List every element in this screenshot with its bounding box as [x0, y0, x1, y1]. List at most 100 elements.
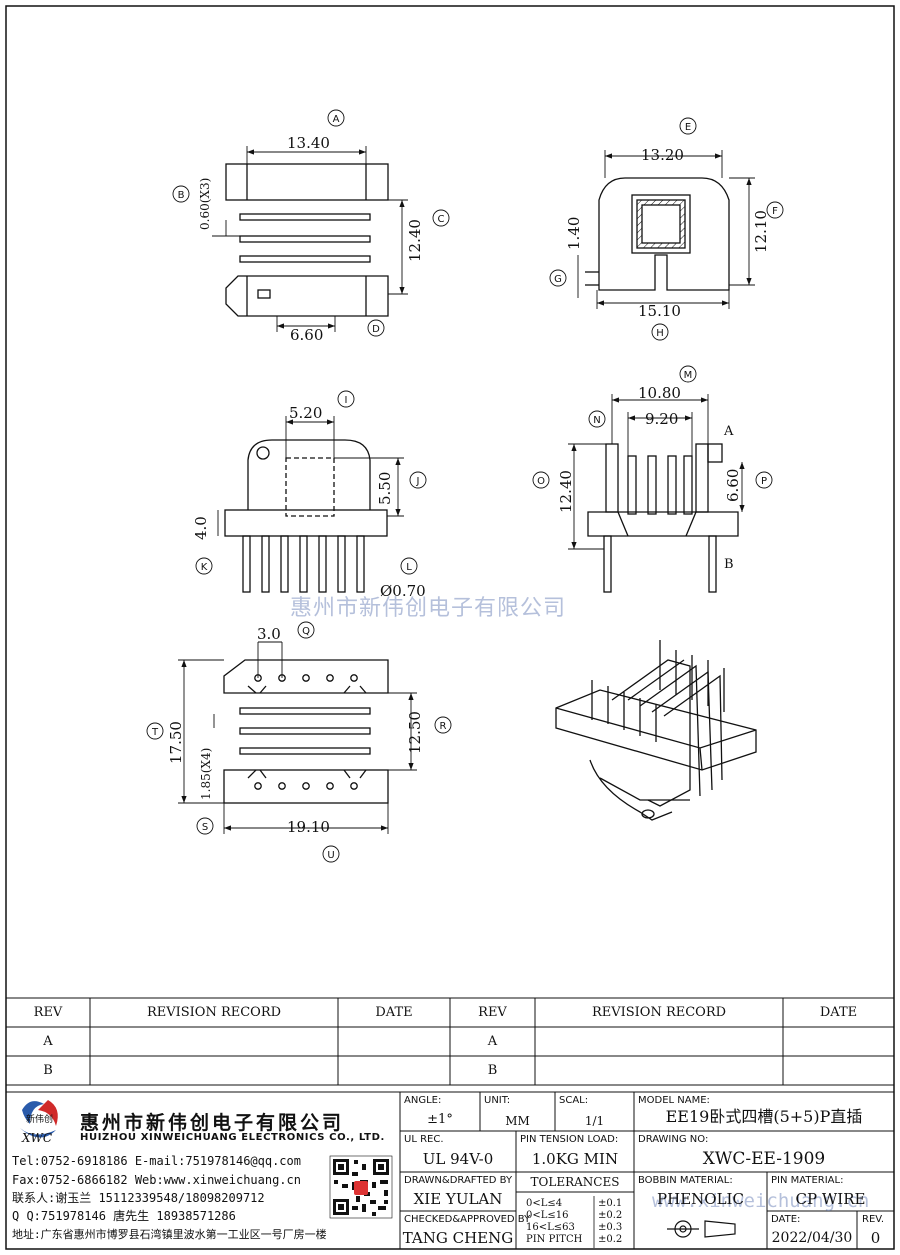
tol-value-4: ±0.2	[598, 1234, 623, 1245]
tol-range-1: 0<L≤4	[526, 1198, 563, 1209]
dim-q: 3.0	[257, 625, 281, 643]
balloon-p: P	[761, 476, 767, 487]
dim-l: Ø0.70	[380, 582, 426, 600]
angle-label: ANGLE:	[404, 1095, 442, 1106]
checked-by-value: TANG CHENG	[402, 1229, 514, 1247]
revision-record-header-1: REVISION RECORD	[146, 1005, 282, 1020]
watermark-corner: www.xinweichuang.cn	[652, 1190, 870, 1212]
ul-label: UL REC.	[404, 1134, 444, 1145]
title-block-grid	[6, 1091, 894, 1249]
top-view	[225, 163, 389, 317]
rev-row-b-left: B	[43, 1063, 53, 1078]
dim-o: 12.40	[557, 470, 575, 513]
scale-label: SCAL:	[559, 1095, 589, 1106]
drawn-by-label: DRAWN&DRAFTED BY	[404, 1175, 513, 1186]
dim-f: 12.10	[752, 210, 770, 253]
contact-person: 联系人:谢玉兰 15112339548/18098209712	[12, 1191, 265, 1205]
balloon-r: R	[440, 721, 447, 732]
tol-value-2: ±0.2	[598, 1210, 623, 1221]
bobbin-material-label: BOBBIN MATERIAL:	[638, 1175, 733, 1186]
model-name-value: EE19卧式四槽(5+5)P直插	[665, 1107, 863, 1126]
company-name-en: HUIZHOU XINWEICHUANG ELECTRONICS CO., LT…	[80, 1132, 385, 1143]
revision-record-header-2: REVISION RECORD	[591, 1005, 727, 1020]
dim-b: 0.60(X3)	[198, 178, 212, 230]
balloon-letters: A B C D E F G H I J K L M N O P Q R S T …	[151, 114, 778, 861]
drawn-by-value: XIE YULAN	[413, 1190, 503, 1208]
tol-range-2: 0<L≤16	[526, 1210, 569, 1221]
dim-h: 15.10	[638, 302, 681, 320]
balloon-b: B	[178, 190, 185, 201]
dim-d: 6.60	[290, 326, 323, 344]
balloon-c: C	[438, 214, 445, 225]
dim-i: 5.20	[289, 404, 322, 422]
balloon-m: M	[684, 370, 693, 381]
scale-value: 1/1	[584, 1114, 605, 1128]
bobbin-material-value: PHENOLIC	[657, 1190, 744, 1208]
dim-k: 4.0	[192, 516, 210, 540]
rev-row-a-right: A	[487, 1034, 498, 1049]
rev-row-b-right: B	[487, 1063, 498, 1078]
pin-tension-label: PIN TENSION LOAD:	[520, 1134, 619, 1145]
balloon-g: G	[554, 274, 562, 285]
dim-j: 5.50	[376, 472, 394, 505]
side-view	[585, 177, 730, 291]
date-header-1: DATE	[375, 1005, 413, 1020]
isometric-view	[555, 640, 757, 821]
revision-table-grid	[5, 997, 895, 1086]
balloon-a: A	[333, 114, 340, 125]
company-logo	[20, 1100, 58, 1138]
checked-by-label: CHECKED&APPROVED BY	[404, 1214, 531, 1225]
drawing-no-label: DRAWING NO:	[638, 1134, 709, 1145]
right-view	[587, 443, 739, 593]
date-value: 2022/04/30	[771, 1230, 853, 1246]
rev-row-a-left: A	[43, 1034, 53, 1049]
dim-p: 6.60	[724, 469, 742, 502]
projection-symbol-icon	[667, 1220, 736, 1238]
balloon-s: S	[202, 822, 208, 833]
pin-material-value: CP WIRE	[795, 1190, 866, 1208]
balloon-l: L	[406, 562, 412, 573]
balloon-e: E	[685, 122, 691, 133]
unit-label: UNIT:	[484, 1095, 511, 1106]
dimension-values: 13.40 0.60(X3) 12.40 6.60 13.20 12.10 1.…	[167, 134, 770, 836]
contact-fax: Fax:0752-6866182 Web:www.xinweichuang.cn	[12, 1173, 301, 1187]
contact-qq: Q Q:751978146 唐先生 18938571286	[12, 1209, 236, 1223]
tol-value-1: ±0.1	[598, 1198, 623, 1209]
dim-c: 12.40	[406, 219, 424, 262]
tol-value-3: ±0.3	[598, 1222, 623, 1233]
rev-value: 0	[870, 1229, 881, 1247]
pin-tension-value: 1.0KG MIN	[531, 1150, 619, 1168]
company-name-cn: 惠州市新伟创电子有限公司	[80, 1112, 345, 1134]
ul-value: UL 94V-0	[422, 1150, 494, 1168]
dimension-lines	[178, 146, 755, 834]
balloon-j: J	[416, 476, 420, 487]
unit-value: MM	[505, 1114, 530, 1128]
drawing-no-value: XWC-EE-1909	[702, 1149, 826, 1169]
qr-code	[329, 1155, 393, 1219]
rev-header-1: REV	[33, 1005, 63, 1020]
tol-range-3: 16<L≤63	[526, 1222, 575, 1233]
balloon-circles	[146, 109, 784, 863]
date-header-2: DATE	[819, 1005, 858, 1020]
angle-value: ±1°	[427, 1112, 453, 1127]
model-name-label: MODEL NAME:	[638, 1095, 710, 1106]
dim-r: 12.50	[406, 711, 424, 754]
dim-t: 17.50	[167, 721, 185, 764]
tolerances-label: TOLERANCES	[530, 1175, 620, 1189]
bottom-view	[223, 659, 389, 804]
rev-label: REV.	[862, 1214, 884, 1225]
dim-side-b: B	[724, 557, 734, 572]
balloon-k: K	[201, 562, 208, 573]
contact-address: 地址:广东省惠州市博罗县石湾镇里波水第一工业区一号厂房一楼	[12, 1228, 327, 1241]
balloon-n: N	[593, 415, 600, 426]
contact-tel: Tel:0752-6918186 E-mail:751978146@qq.com	[12, 1154, 301, 1168]
logo-text-cn: 新伟创	[26, 1113, 53, 1125]
balloon-q: Q	[302, 626, 310, 637]
dim-s: 19.10	[287, 818, 330, 836]
balloon-d: D	[372, 324, 380, 335]
dim-n: 9.20	[645, 410, 678, 428]
rev-header-2: REV	[478, 1005, 507, 1020]
balloon-i: I	[345, 395, 348, 406]
dim-side-a: A	[723, 424, 734, 439]
